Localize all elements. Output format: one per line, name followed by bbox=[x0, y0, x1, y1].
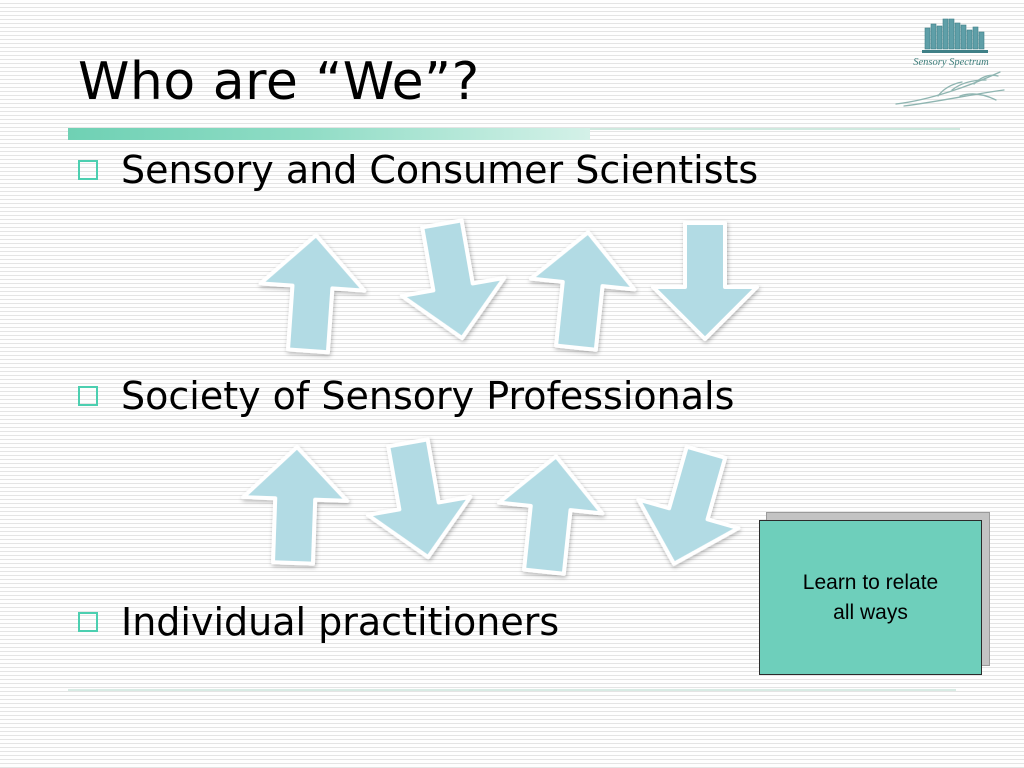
arrow-down-icon bbox=[651, 221, 759, 341]
arrow-up-icon bbox=[258, 233, 367, 355]
callout-box: Learn to relate all ways bbox=[759, 520, 982, 675]
arrow-up-icon bbox=[528, 230, 637, 352]
footer-rule bbox=[68, 689, 956, 691]
arrow-down-icon bbox=[636, 444, 741, 566]
building-columns-icon bbox=[895, 18, 1005, 107]
bullet-box-icon bbox=[78, 160, 98, 180]
bullet-item: Individual practitioners bbox=[78, 600, 559, 644]
arrow-down-icon bbox=[399, 218, 507, 341]
callout-text: Learn to relate all ways bbox=[802, 571, 939, 624]
sensory-spectrum-logo: Sensory Spectrum bbox=[890, 14, 1012, 114]
arrow-up-icon bbox=[496, 454, 605, 576]
title-rule bbox=[590, 128, 960, 130]
slide-title: Who are “We”? bbox=[78, 52, 480, 112]
bullet-text: Society of Sensory Professionals bbox=[121, 374, 735, 418]
title-accent-bar bbox=[68, 128, 590, 140]
bullet-text: Sensory and Consumer Scientists bbox=[121, 148, 759, 192]
arrow-up-icon bbox=[241, 445, 350, 566]
bullet-box-icon bbox=[78, 612, 98, 632]
bullet-box-icon bbox=[78, 386, 98, 406]
arrow-down-icon bbox=[365, 437, 473, 560]
bullet-item: Society of Sensory Professionals bbox=[78, 374, 734, 418]
bullet-item: Sensory and Consumer Scientists bbox=[78, 148, 758, 192]
logo-text: Sensory Spectrum bbox=[913, 57, 989, 68]
bullet-text: Individual practitioners bbox=[121, 600, 560, 644]
